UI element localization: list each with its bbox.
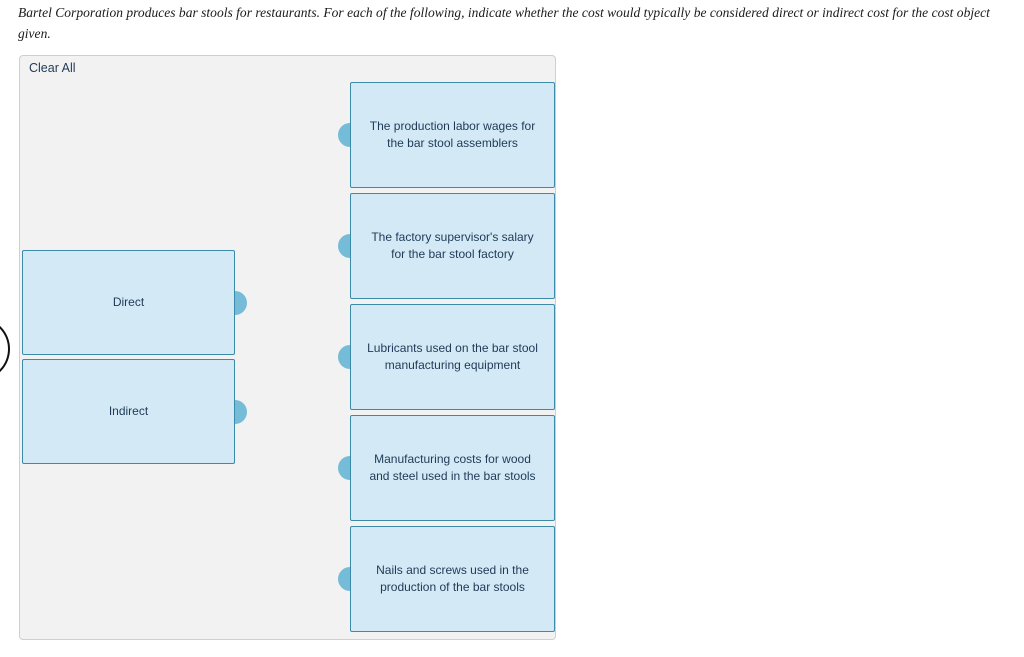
connector-nub-icon	[235, 399, 247, 424]
cost-item-card[interactable]: Lubricants used on the bar stool manufac…	[338, 304, 555, 410]
cost-item-label: The factory supervisor's salary for the …	[371, 230, 534, 261]
cursor-arc-icon	[0, 318, 10, 380]
cost-item-card[interactable]: Manufacturing costs for wood and steel u…	[338, 415, 555, 521]
drop-target-direct[interactable]: Direct	[22, 250, 247, 355]
cost-item-label: Nails and screws used in the production …	[376, 563, 529, 594]
cost-item-card[interactable]: Nails and screws used in the production …	[338, 526, 555, 632]
connector-nub-icon	[338, 234, 350, 258]
cost-item-label: Manufacturing costs for wood and steel u…	[369, 452, 536, 483]
cost-item-label: The production labor wages for the bar s…	[369, 119, 536, 150]
cost-item-card[interactable]: The factory supervisor's salary for the …	[338, 193, 555, 299]
matching-exercise-panel: Clear All Direct Indirect The production…	[19, 55, 556, 640]
connector-nub-icon	[338, 345, 350, 369]
drop-target-direct-label: Direct	[112, 295, 145, 309]
cost-item-label: Lubricants used on the bar stool manufac…	[367, 341, 538, 372]
cost-item-card[interactable]: The production labor wages for the bar s…	[338, 82, 555, 188]
clear-all-button[interactable]: Clear All	[29, 61, 76, 75]
drop-target-indirect[interactable]: Indirect	[22, 359, 247, 464]
connector-nub-icon	[338, 567, 350, 591]
connector-nub-icon	[235, 290, 247, 315]
connector-nub-icon	[338, 123, 350, 147]
question-prompt: Bartel Corporation produces bar stools f…	[18, 5, 990, 41]
drop-target-indirect-label: Indirect	[108, 404, 149, 418]
connector-nub-icon	[338, 456, 350, 480]
